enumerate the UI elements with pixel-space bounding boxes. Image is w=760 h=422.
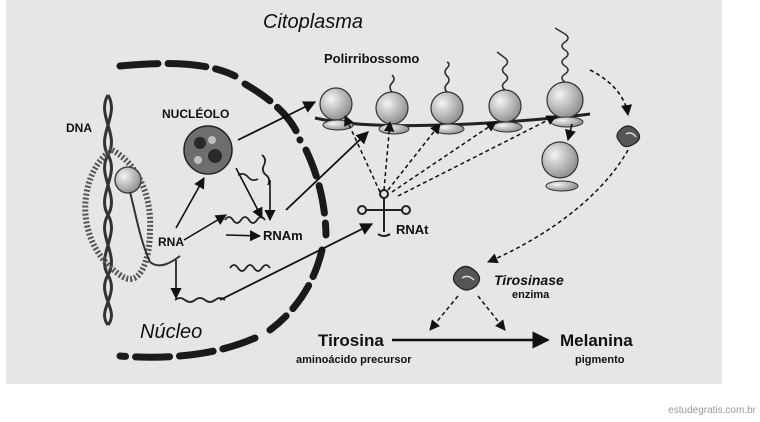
nascent-rna — [129, 191, 181, 267]
nuclear-envelope — [116, 60, 330, 361]
ribosome-detached — [541, 141, 579, 192]
release-arrow — [565, 123, 576, 142]
enzima-label: enzima — [512, 289, 550, 301]
polypeptide-chains — [389, 27, 569, 93]
ribosome-2 — [375, 91, 410, 135]
ribosome-3 — [430, 91, 465, 135]
folded-protein-cytoplasm — [616, 125, 641, 148]
enzyme-delivery-arrow — [487, 149, 629, 264]
tirosinase-label: Tirosinase — [494, 272, 564, 288]
trna-arrows — [344, 115, 557, 197]
watermark: estudegratis.com.br — [668, 405, 756, 416]
enzyme-reaction-arrows — [429, 295, 506, 331]
dna-label: DNA — [66, 121, 92, 135]
nucleolo-label: NUCLÉOLO — [162, 106, 229, 121]
transcription-bubble — [82, 147, 154, 282]
protein-folding-arrow — [589, 69, 633, 117]
citoplasma-label: Citoplasma — [263, 11, 363, 33]
export-arrows — [219, 101, 374, 301]
tirosina-sub-label: aminoácido precursor — [296, 354, 412, 366]
ribosomes — [319, 81, 584, 192]
melanina-label: Melanina — [560, 331, 633, 350]
dna-helix — [103, 94, 113, 326]
rnam-label: RNAm — [263, 228, 303, 243]
nucleus-arrows — [170, 167, 276, 300]
melanina-sub-label: pigmento — [575, 354, 625, 366]
ribosome-1 — [319, 87, 354, 131]
polirribossomo-label: Polirribossomo — [324, 51, 419, 66]
rna-label: RNA — [158, 235, 184, 249]
ribosome-4 — [488, 89, 523, 133]
nucleo-label: Núcleo — [140, 321, 202, 343]
tyrosinase-enzyme — [452, 265, 481, 291]
rna-strands — [174, 154, 271, 303]
rnat-label: RNAt — [396, 222, 429, 237]
nucleolus — [183, 125, 233, 175]
ribosome-5 — [546, 81, 584, 128]
tirosina-label: Tirosina — [318, 331, 384, 350]
rna-polymerase — [114, 166, 142, 194]
